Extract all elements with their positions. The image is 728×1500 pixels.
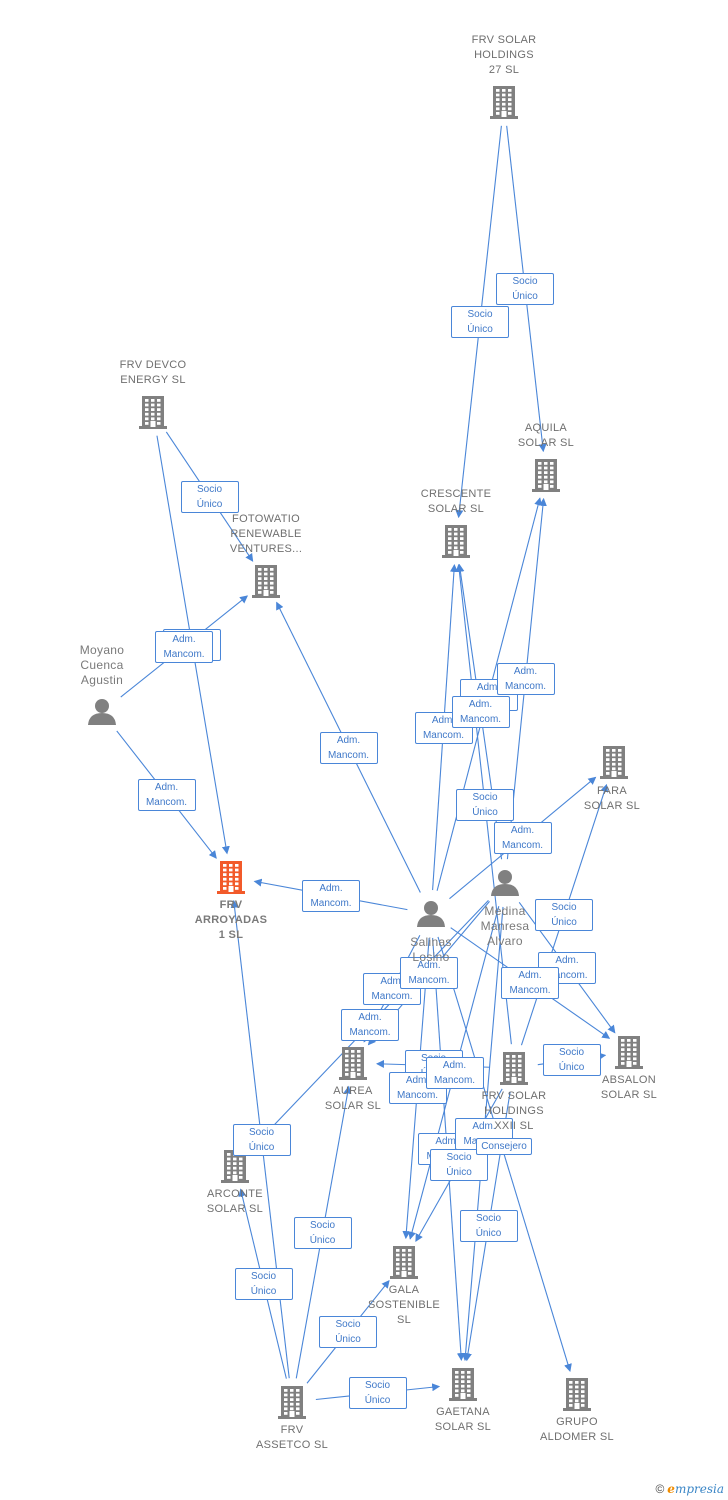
person-icon-salinas[interactable] xyxy=(417,901,445,927)
company-icon-assetco[interactable] xyxy=(278,1386,306,1419)
copyright-icon: © xyxy=(655,1482,665,1496)
company-icon-devco[interactable] xyxy=(139,396,167,429)
company-icon-aurea[interactable] xyxy=(339,1047,367,1080)
company-icon-frv-holdings-27[interactable] xyxy=(490,86,518,119)
edge-label-assetco-to-gala[interactable]: Socio Único xyxy=(319,1316,377,1348)
edge-label-assetco-to-arconte[interactable]: Socio Único xyxy=(234,1268,293,1300)
node-label-medina[interactable]: Medina Manresa Alvaro xyxy=(480,904,530,948)
edge-label-assetco-to-aurea[interactable]: Socio Único xyxy=(293,1216,352,1249)
node-label-fotowatio[interactable]: FOTOWATIO RENEWABLE VENTURES... xyxy=(229,513,303,555)
edge-label-medina-to-crescente[interactable]: Adm. Mancom. xyxy=(451,696,510,728)
node-label-gaetana[interactable]: GAETANA SOLAR SL xyxy=(434,1406,492,1433)
node-label-aldomer[interactable]: GRUPO ALDOMER SL xyxy=(540,1416,614,1443)
edge-label-medina-to-arconte[interactable]: Adm. Mancom. xyxy=(341,1008,399,1041)
node-label-arconte[interactable]: ARCONTE SOLAR SL xyxy=(206,1188,264,1215)
company-icon-absalon[interactable] xyxy=(615,1036,643,1069)
company-icon-arroyadas[interactable] xyxy=(217,861,245,894)
company-icon-fara[interactable] xyxy=(600,746,628,779)
edge-label-medina-to-aquila[interactable]: Adm. Mancom. xyxy=(496,663,555,695)
node-label-absalon[interactable]: ABSALON SOLAR SL xyxy=(600,1074,658,1101)
edge-label-assetco-to-gaetana[interactable]: Socio Único xyxy=(348,1377,407,1409)
node-label-crescente[interactable]: CRESCENTE SOLAR SL xyxy=(420,488,492,515)
edge-label-salinas-to-fotowatio[interactable]: Adm. Mancom. xyxy=(319,731,378,764)
edge-label-moyano-to-arroyadas[interactable]: Adm. Mancom. xyxy=(137,778,196,811)
edge-label-salinas-to-aldomer[interactable]: Consejero xyxy=(476,1138,532,1155)
company-icon-crescente[interactable] xyxy=(442,525,470,558)
node-label-fara[interactable]: FARA SOLAR SL xyxy=(583,785,641,812)
company-icon-frv-holdings-xxii[interactable] xyxy=(500,1052,528,1085)
company-icon-fotowatio[interactable] xyxy=(252,565,280,598)
edge-label-frv-holdings-xxii-to-crescente[interactable]: Socio Único xyxy=(456,788,514,821)
edge-label-frv-holdings-xxii-to-fara[interactable]: Socio Único xyxy=(535,899,593,931)
node-label-devco[interactable]: FRV DEVCO ENERGY SL xyxy=(119,359,187,386)
node-label-salinas[interactable]: Salinas Losino xyxy=(410,935,452,964)
company-icon-aquila[interactable] xyxy=(532,459,560,492)
company-icon-arconte[interactable] xyxy=(221,1150,249,1183)
person-icon-medina[interactable] xyxy=(491,870,519,896)
edge-label-frv-holdings-27-to-aquila[interactable]: Socio Único xyxy=(496,272,554,305)
edge-label-medina-to-gala[interactable]: Adm. Mancom. xyxy=(425,1056,484,1089)
company-icon-aldomer[interactable] xyxy=(563,1378,591,1411)
edge-label-medina-to-aurea[interactable]: Adm. Mancom. xyxy=(400,957,458,989)
brand-logo[interactable]: empresia xyxy=(667,1482,724,1496)
company-icon-gaetana[interactable] xyxy=(449,1368,477,1401)
node-label-arroyadas[interactable]: FRV ARROYADAS 1 SL xyxy=(194,899,268,941)
edge-label-frv-holdings-xxii-to-absalon[interactable]: Socio Único xyxy=(542,1044,601,1076)
edge-label-salinas-to-arroyadas[interactable]: Adm. Mancom. xyxy=(302,879,360,912)
node-label-aquila[interactable]: AQUILA SOLAR SL xyxy=(517,422,575,449)
edge-label-salinas-to-absalon[interactable]: Adm. Mancom. xyxy=(501,967,559,999)
credit: © empresia xyxy=(655,1482,724,1496)
edge-label-moyano-to-fotowatio[interactable]: Adm. Mancom. xyxy=(155,630,213,663)
person-icon-moyano[interactable] xyxy=(88,699,116,725)
node-label-moyano[interactable]: Moyano Cuenca Agustin xyxy=(79,643,125,687)
edge-label-frv-holdings-xxii-to-gaetana[interactable]: Socio Único xyxy=(459,1210,518,1242)
node-label-assetco[interactable]: FRV ASSETCO SL xyxy=(255,1424,329,1451)
company-icon-gala[interactable] xyxy=(390,1246,418,1279)
edge-label-assetco-to-arroyadas[interactable]: Socio Único xyxy=(232,1123,291,1156)
edge-label-frv-holdings-27-to-crescente[interactable]: Socio Único xyxy=(451,305,509,338)
edge-label-devco-to-fotowatio[interactable]: Socio Único xyxy=(180,480,239,513)
node-label-frv-holdings-27[interactable]: FRV SOLAR HOLDINGS 27 SL xyxy=(471,34,537,76)
node-label-gala[interactable]: GALA SOSTENIBLE SL xyxy=(367,1284,441,1326)
node-label-aurea[interactable]: AUREA SOLAR SL xyxy=(324,1085,382,1112)
edge-label-salinas-to-fara[interactable]: Adm. Mancom. xyxy=(493,822,552,854)
node-label-frv-holdings-xxii[interactable]: FRV SOLAR HOLDINGS XXII SL xyxy=(481,1090,547,1132)
